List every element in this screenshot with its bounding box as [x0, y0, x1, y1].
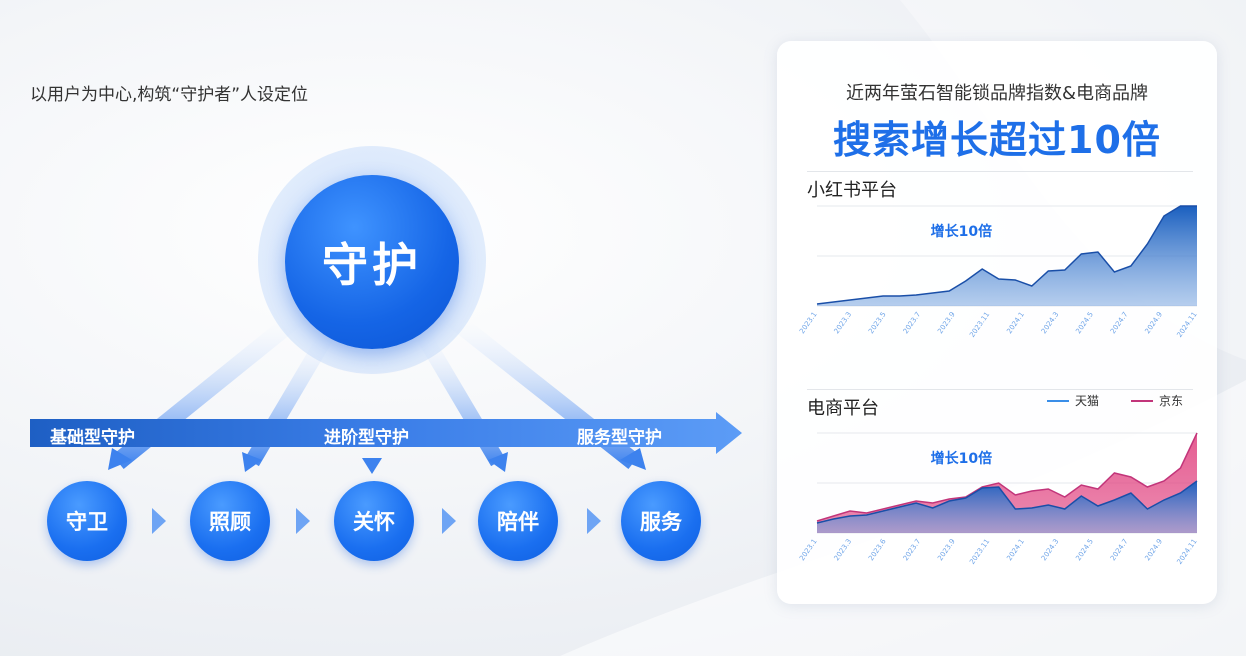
node-guard: 守卫 — [47, 481, 127, 561]
x-tick-label: 2023.9 — [936, 311, 957, 336]
x-tick-label: 2024.3 — [1040, 538, 1061, 563]
x-tick-label: 2024.5 — [1074, 538, 1095, 563]
ray-arrowhead-5 — [620, 448, 646, 470]
node-companion: 陪伴 — [478, 481, 558, 561]
stage-label-basic: 基础型守护 — [50, 428, 135, 448]
node-service: 服务 — [621, 481, 701, 561]
x-tick-label: 2023.7 — [902, 538, 923, 563]
series-area-main — [817, 206, 1197, 306]
x-tick-label: 2023.1 — [798, 538, 819, 563]
x-tick-label: 2023.5 — [867, 311, 888, 336]
divider — [807, 171, 1193, 172]
node-label: 照顾 — [209, 510, 251, 534]
x-tick-label: 2024.5 — [1074, 311, 1095, 336]
legend-jd: 京东 — [1131, 392, 1183, 409]
card-headline: 搜索增长超过10倍 — [833, 118, 1161, 162]
node-label: 守卫 — [66, 510, 108, 534]
x-tick-label: 2024.7 — [1109, 538, 1130, 563]
guardian-diagram: 守护 基础型守护 进阶型守护 服务型守护 守卫 照顾 关怀 陪伴 服务 — [30, 146, 742, 561]
x-tick-label: 2023.3 — [833, 538, 854, 563]
ray-arrowhead-3 — [362, 458, 382, 474]
x-tick-label: 2024.9 — [1143, 538, 1164, 563]
x-tick-label: 2024.11 — [1175, 311, 1198, 339]
node-label: 关怀 — [353, 510, 395, 534]
x-tick-label: 2023.11 — [968, 311, 991, 339]
node-label: 服务 — [640, 510, 682, 534]
chevron-right-icon — [152, 508, 166, 534]
stage-label-advanced: 进阶型守护 — [324, 428, 409, 448]
x-tick-label: 2023.7 — [902, 311, 923, 336]
x-tick-label: 2024.9 — [1143, 311, 1164, 336]
legend-swatch — [1047, 399, 1069, 402]
progression-arrow — [30, 412, 742, 454]
series-line-京东 — [816, 432, 1198, 522]
hub-label: 守护 — [322, 238, 422, 292]
x-tick-label: 2023.9 — [936, 538, 957, 563]
page-subtitle: 以用户为中心,构筑“守护者”人设定位 — [30, 85, 309, 105]
legend-tmall: 天猫 — [1047, 392, 1099, 409]
growth-annotation: 增长10倍 — [931, 223, 992, 240]
series-area-天猫 — [817, 481, 1197, 533]
node-care: 照顾 — [190, 481, 270, 561]
legend-swatch — [1131, 399, 1153, 402]
legend-label: 天猫 — [1075, 394, 1100, 408]
xiaohongshu-chart: 增长10倍 2023.1 2023.3 2023.5 2023.7 2023.9 2023.… — [798, 205, 1199, 339]
chart2-title: 电商平台 — [807, 398, 879, 419]
ray-arrowhead-1 — [108, 448, 132, 470]
x-tick-label: 2024.7 — [1109, 311, 1130, 336]
x-tick-label: 2024.11 — [1175, 538, 1198, 566]
hub-circle: 守护 — [285, 175, 459, 349]
card-title: 近两年萤石智能锁品牌指数&电商品牌 — [845, 83, 1149, 104]
chevron-right-icon — [442, 508, 456, 534]
x-tick-label: 2023.11 — [968, 538, 991, 566]
chevron-right-icon — [587, 508, 601, 534]
legend-label: 京东 — [1159, 394, 1184, 408]
search-growth-card: 近两年萤石智能锁品牌指数&电商品牌 搜索增长超过10倍 小红书平台 增长10倍 2… — [777, 41, 1217, 604]
x-tick-label: 2023.1 — [798, 311, 819, 336]
series-line-天猫 — [816, 480, 1198, 524]
node-label: 陪伴 — [497, 510, 539, 534]
x-tick-label: 2024.1 — [1005, 311, 1026, 336]
ecommerce-chart: 增长10倍 2023.1 2023.3 2023.6 2023.7 2023.9 2023.… — [798, 432, 1199, 566]
stage-label-service: 服务型守护 — [577, 428, 662, 448]
divider — [807, 389, 1193, 390]
x-tick-label: 2024.1 — [1005, 538, 1026, 563]
x-tick-label: 2024.3 — [1040, 311, 1061, 336]
chevron-right-icon — [296, 508, 310, 534]
growth-annotation: 增长10倍 — [931, 450, 992, 467]
ray-arrowhead-2 — [242, 452, 262, 472]
series-line-main — [816, 205, 1197, 305]
node-concern: 关怀 — [334, 481, 414, 561]
ray-arrowhead-4 — [488, 452, 508, 472]
x-tick-label: 2023.6 — [867, 537, 888, 562]
x-tick-label: 2023.3 — [833, 311, 854, 336]
chart1-title: 小红书平台 — [807, 180, 897, 201]
